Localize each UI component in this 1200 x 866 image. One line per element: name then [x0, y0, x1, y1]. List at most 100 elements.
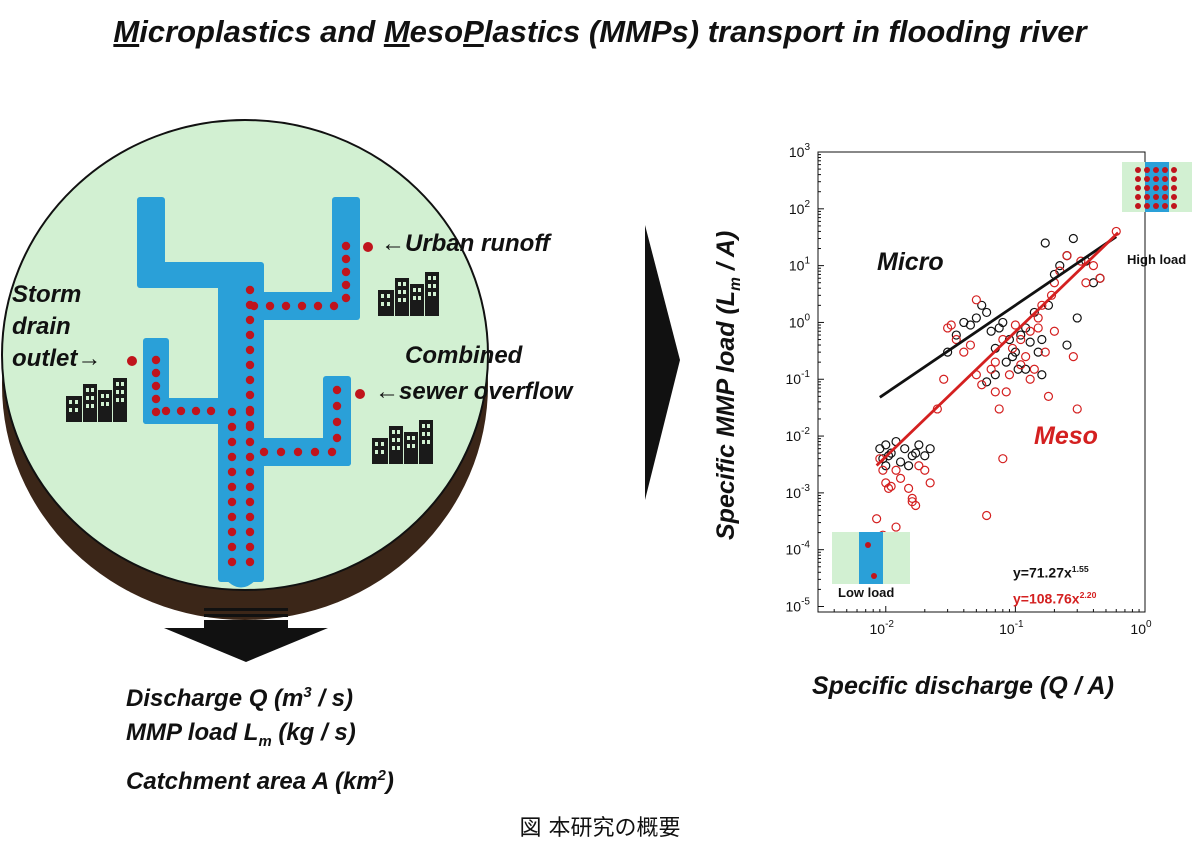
- inset-particle: [1171, 203, 1177, 209]
- meso-point: [1088, 261, 1099, 271]
- meso-point: [1010, 320, 1020, 330]
- micro-point: [1025, 337, 1035, 347]
- area-text: Catchment area A (km2): [126, 767, 394, 795]
- process-arrow: [645, 225, 680, 500]
- particle-dot: [245, 285, 255, 295]
- micro-point: [1040, 238, 1050, 248]
- micro-point: [1068, 233, 1078, 244]
- meso-point: [886, 481, 896, 491]
- y-tick-exponent: 2: [804, 199, 810, 210]
- micro-point: [895, 457, 906, 467]
- meso-point: [878, 465, 888, 475]
- particle-dot: [332, 433, 342, 443]
- meso-point: [914, 461, 924, 471]
- particle-dot: [332, 385, 342, 395]
- meso-point: [994, 404, 1004, 414]
- micro-point: [990, 370, 1000, 380]
- inset-particle: [1135, 176, 1141, 182]
- inset-particle: [1171, 167, 1177, 173]
- micro-point: [925, 444, 935, 454]
- output-variables: Discharge Q (m3 / s) MMP load Lm (kg / s…: [126, 676, 394, 799]
- micro-label: Micro: [877, 248, 944, 276]
- inset-particle: [1171, 194, 1177, 200]
- particle-dot: [191, 406, 201, 416]
- y-tick-label: 10-5: [786, 596, 811, 614]
- particle-dot: [227, 467, 237, 477]
- particle-dot: [341, 241, 351, 251]
- micro-point: [881, 461, 891, 471]
- particle-dot: [245, 345, 255, 355]
- meso-point: [1072, 404, 1082, 414]
- load-text: MMP load Lm (kg / s): [126, 719, 356, 750]
- inset-particle: [1153, 185, 1159, 191]
- micro-point: [977, 300, 987, 310]
- figure-title: Microplastics and MesoPlastics (MMPs) tr…: [113, 14, 1087, 49]
- meso-point: [903, 483, 914, 493]
- meso-point: [1007, 343, 1018, 353]
- meso-point: [1068, 352, 1078, 362]
- particle-dot: [245, 527, 255, 537]
- meso-point: [1016, 334, 1026, 345]
- outflow-arrow: [164, 608, 328, 662]
- micro-point: [883, 451, 894, 461]
- inset-particle: [1171, 185, 1177, 191]
- meso-point: [1037, 300, 1047, 310]
- building-icon-storm: [66, 378, 127, 422]
- particle-dot: [245, 497, 255, 507]
- particle-dot: [332, 401, 342, 411]
- low-load-inset: [832, 532, 910, 584]
- micro-point: [1062, 340, 1072, 350]
- meso-point: [1043, 391, 1054, 401]
- inset-particle: [1153, 203, 1159, 209]
- y-tick-label: 103: [789, 142, 811, 160]
- meso-point: [982, 510, 992, 521]
- meso-point: [907, 497, 917, 507]
- micro-point: [965, 320, 976, 330]
- particle-dot: [313, 301, 323, 311]
- particle-dot: [310, 447, 320, 457]
- y-tick-label: 102: [789, 199, 811, 217]
- particle-dot: [245, 467, 255, 477]
- inset-particle: [1162, 185, 1168, 191]
- meso-fit-equation: y=108.76x2.20: [1013, 590, 1097, 607]
- meso-point: [946, 320, 956, 330]
- micro-point: [1037, 334, 1047, 345]
- particle-dot: [227, 482, 237, 492]
- particle-dot: [245, 315, 255, 325]
- y-tick-label: 101: [789, 256, 811, 274]
- particle-dot: [227, 497, 237, 507]
- y-tick-exponent: 3: [804, 142, 810, 153]
- inset-river: [859, 532, 883, 584]
- inset-particle: [1144, 185, 1150, 191]
- y-tick-exponent: -4: [801, 540, 810, 551]
- micro-point: [900, 444, 910, 454]
- high-load-label: High load: [1127, 252, 1187, 267]
- meso-point: [986, 364, 996, 374]
- figure-caption: 図 本研究の概要: [519, 816, 681, 841]
- meso-point: [883, 483, 894, 493]
- particle-dot: [341, 267, 351, 277]
- y-tick-exponent: 1: [804, 256, 810, 267]
- meso-point: [1025, 326, 1035, 336]
- particle-dot: [245, 300, 255, 310]
- meso-point: [971, 295, 981, 305]
- inset-particle: [1153, 194, 1159, 200]
- particle-dot: [297, 301, 307, 311]
- building-icon-sewer: [372, 420, 433, 464]
- y-axis-label: Specific MMP load (Lm / A): [712, 230, 744, 540]
- x-tick-label: 100: [1130, 619, 1152, 637]
- sewer-overflow-label: ←sewer overflow: [375, 378, 573, 405]
- meso-point: [1029, 364, 1039, 374]
- particle-dot: [227, 437, 237, 447]
- micro-point: [998, 317, 1008, 328]
- micro-point: [1055, 261, 1065, 271]
- particle-dot: [227, 557, 237, 567]
- particle-dot: [332, 417, 342, 427]
- meso-point: [990, 357, 1000, 367]
- meso-point: [1076, 256, 1086, 266]
- y-tick-exponent: -2: [801, 426, 810, 437]
- micro-point: [943, 347, 953, 357]
- micro-point: [982, 307, 992, 318]
- particle-dot: [245, 482, 255, 492]
- inset-particle: [1144, 203, 1150, 209]
